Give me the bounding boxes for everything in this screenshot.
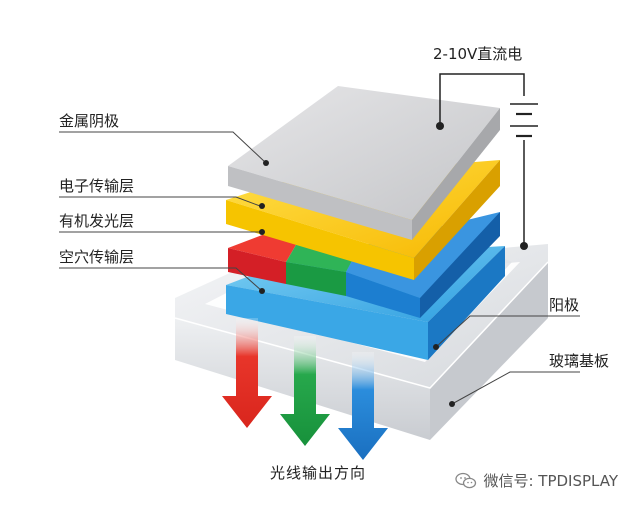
light-direction-label: 光线输出方向 xyxy=(270,464,367,482)
emissive-layer-label: 有机发光层 xyxy=(59,212,135,230)
glass-substrate-label: 玻璃基板 xyxy=(549,352,610,370)
blue-light-arrow xyxy=(338,352,388,460)
watermark-text: 微信号: TPDISPLAY xyxy=(483,472,618,490)
green-light-arrow xyxy=(280,336,330,446)
electron-transport-label: 电子传输层 xyxy=(59,177,135,195)
anode-terminal-dot xyxy=(520,242,528,250)
wechat-icon xyxy=(455,472,477,490)
cathode-terminal-dot xyxy=(436,122,444,130)
metal-cathode xyxy=(228,86,500,240)
power-supply-label: 2-10V直流电 xyxy=(433,45,523,63)
anode-label: 阳极 xyxy=(549,296,580,314)
leader-dots xyxy=(259,160,455,407)
cathode-label: 金属阴极 xyxy=(59,112,120,130)
hole-transport-label: 空穴传输层 xyxy=(59,248,135,266)
power-circuit xyxy=(436,73,538,250)
leader-lines xyxy=(59,131,580,405)
red-light-arrow xyxy=(222,318,272,428)
watermark: 微信号: TPDISPLAY xyxy=(455,470,618,491)
light-output-arrows xyxy=(222,318,388,460)
